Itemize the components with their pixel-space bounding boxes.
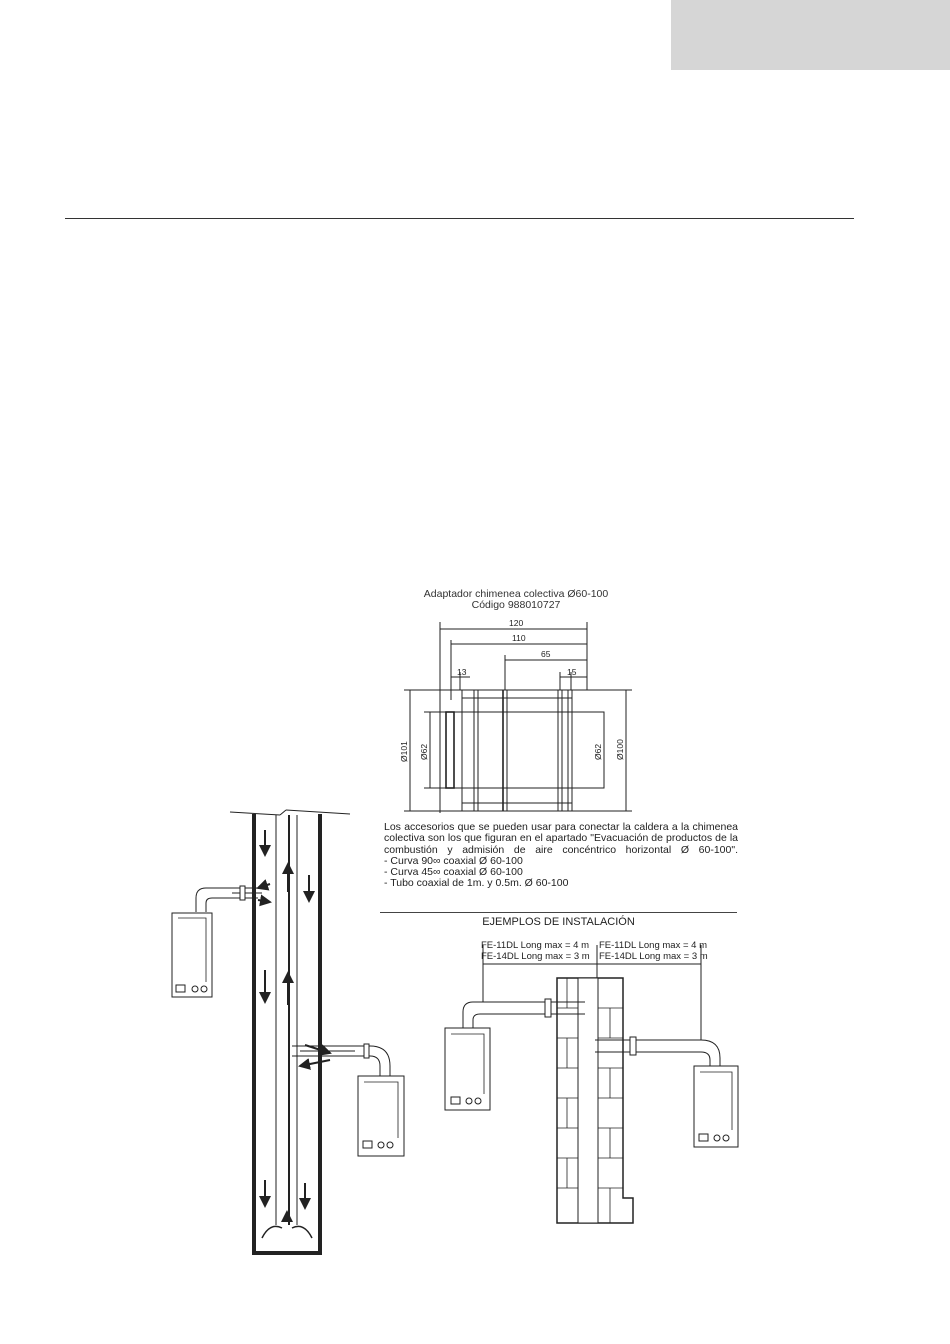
adapter-code: Código 988010727 [471, 599, 561, 611]
accessory-item: - Curva 90∞ coaxial Ø 60-100 [384, 854, 523, 867]
dim-65: 65 [541, 649, 551, 659]
left-length-fe14: FE-14DL Long max = 3 m [481, 950, 590, 962]
dim-100: Ø100 [615, 739, 625, 760]
dim-62-right: Ø62 [593, 744, 603, 760]
collective-chimney-diagram [171, 809, 405, 1255]
accessories-list: - Curva 90∞ coaxial Ø 60-100 - Curva 45∞… [384, 854, 738, 890]
adapter-dimension-labels: 120 110 65 13 15 Ø101 Ø62 Ø62 Ø100 [399, 618, 625, 762]
top-rule [65, 218, 854, 219]
installation-example-diagram [444, 945, 739, 1224]
dim-13: 13 [457, 667, 467, 677]
accessory-item: - Tubo coaxial de 1m. y 0.5m. Ø 60-100 [384, 877, 569, 890]
adapter-title: Adaptador chimenea colectiva Ø60-100 [423, 588, 609, 600]
dim-15: 15 [567, 667, 577, 677]
header-tab-box [671, 0, 950, 70]
right-length-fe11: FE-11DL Long max = 4 m [599, 940, 707, 951]
adapter-caption: Adaptador chimenea colectiva Ø60-100 Cód… [385, 589, 647, 611]
accessory-item: - Curva 45∞ coaxial Ø 60-100 [384, 866, 523, 879]
accessories-intro: Los accesorios que se pueden usar para c… [384, 821, 738, 856]
adapter-drawing [404, 622, 632, 813]
dim-62-left: Ø62 [419, 744, 429, 760]
examples-title: EJEMPLOS DE INSTALACIÓN [482, 916, 635, 928]
left-length-fe11: FE-11DL Long max = 4 m [481, 940, 589, 951]
left-length-max: FE-11DL Long max = 4 m FE-14DL Long max … [481, 940, 590, 962]
section-rule [380, 912, 737, 913]
dim-120: 120 [509, 618, 523, 628]
right-length-fe14: FE-14DL Long max = 3 m [599, 950, 708, 962]
accessories-notes: Los accesorios que se pueden usar para c… [384, 821, 738, 890]
right-length-max: FE-11DL Long max = 4 m FE-14DL Long max … [599, 940, 708, 962]
dim-110: 110 [512, 633, 526, 643]
dim-101: Ø101 [399, 741, 409, 762]
